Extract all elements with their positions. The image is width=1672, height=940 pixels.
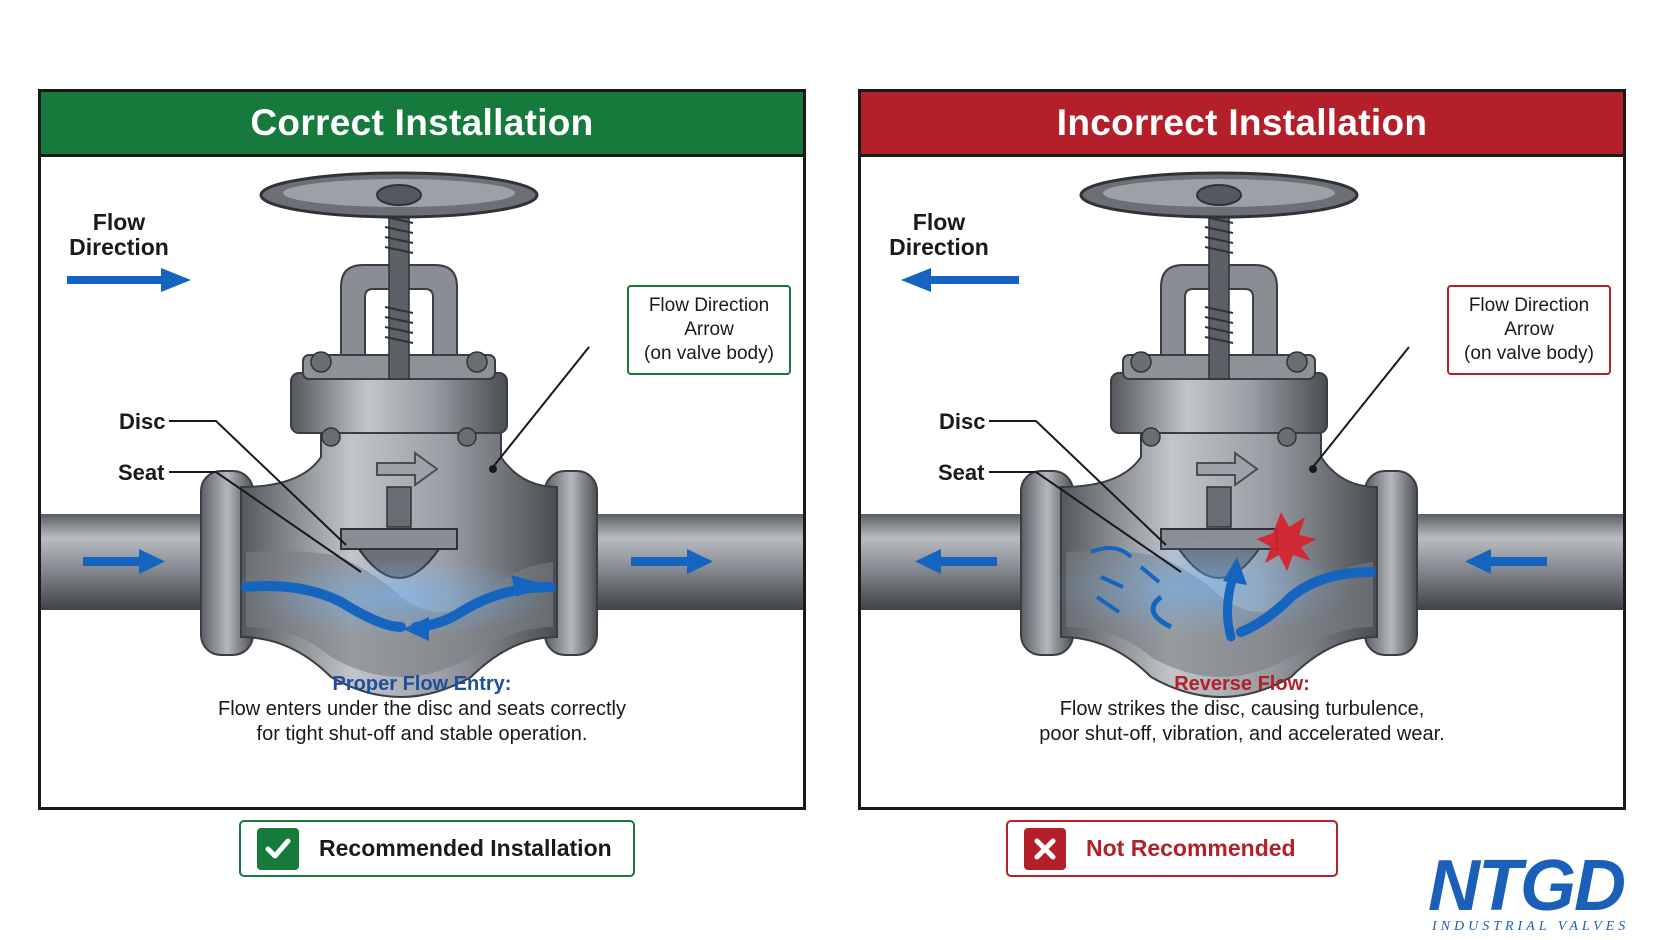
stem [388,198,410,380]
flow-direction-arrow-left [901,268,1019,292]
disc-leader-line [169,420,347,546]
valve-diagram-incorrect [861,171,1623,698]
logo-tagline: INDUSTRIAL VALVES [1431,919,1629,934]
seat-label: Seat [118,460,165,485]
not-recommended-badge: Not Recommended [1006,820,1338,877]
impact-burst-icon [1257,512,1317,571]
pipe-flow-arrow-left [83,549,165,574]
pipe-flow-arrow-right [631,549,713,574]
x-icon [1024,827,1066,870]
yoke [340,264,458,356]
stem [1208,198,1230,380]
yoke [1160,264,1278,356]
check-icon [257,827,299,870]
logo-brand: NTGD [1428,848,1624,926]
recommended-badge: Recommended Installation [239,820,635,877]
panel-title: Incorrect Installation [861,92,1623,157]
correct-installation-panel: Correct Installation [38,89,806,810]
ntgd-logo: NTGD INDUSTRIAL VALVES [1424,846,1664,939]
correct-caption: Proper Flow Entry: Flow enters under the… [41,672,803,747]
seat-leader-line [169,471,362,573]
callout-leader-line [1312,346,1410,468]
body-flow-arrow [376,451,439,487]
flow-direction-arrow-right [67,268,191,292]
pipe-flow-arrow-right [1465,549,1547,574]
disc-label: Disc [939,409,986,434]
caption-line-1: Flow enters under the disc and seats cor… [218,698,626,720]
badge-label: Recommended Installation [319,835,612,861]
bonnet [1110,372,1328,434]
pipe-flow-arrow-left [915,549,997,574]
disc-label: Disc [119,409,166,434]
caption-line-2: for tight shut-off and stable operation. [256,723,588,745]
caption-title: Proper Flow Entry: [332,673,512,695]
panel-title: Correct Installation [41,92,803,157]
flow-direction-callout: Flow Direction Arrow (on valve body) [1447,285,1611,375]
seat-leader-line [989,471,1182,573]
callout-leader-line [492,346,590,468]
body-flow-arrow [1196,451,1259,487]
flow-direction-label: Flow Direction [889,209,989,260]
caption-line-2: poor shut-off, vibration, and accelerate… [1039,723,1445,745]
bonnet [290,372,508,434]
incorrect-caption: Reverse Flow: Flow strikes the disc, cau… [861,672,1623,747]
seat-label: Seat [938,460,985,485]
caption-title: Reverse Flow: [1174,673,1310,695]
flow-direction-callout: Flow Direction Arrow (on valve body) [627,285,791,375]
disc [340,528,458,550]
valve-diagram-correct [41,171,803,698]
flow-direction-label: Flow Direction [69,209,169,260]
incorrect-installation-panel: Incorrect Installation [858,89,1626,810]
caption-line-1: Flow strikes the disc, causing turbulenc… [1059,698,1425,720]
internal-flow-path [241,581,406,632]
badge-label: Not Recommended [1086,835,1296,861]
disc-leader-line [989,420,1167,546]
internal-flow-path [1236,567,1376,637]
